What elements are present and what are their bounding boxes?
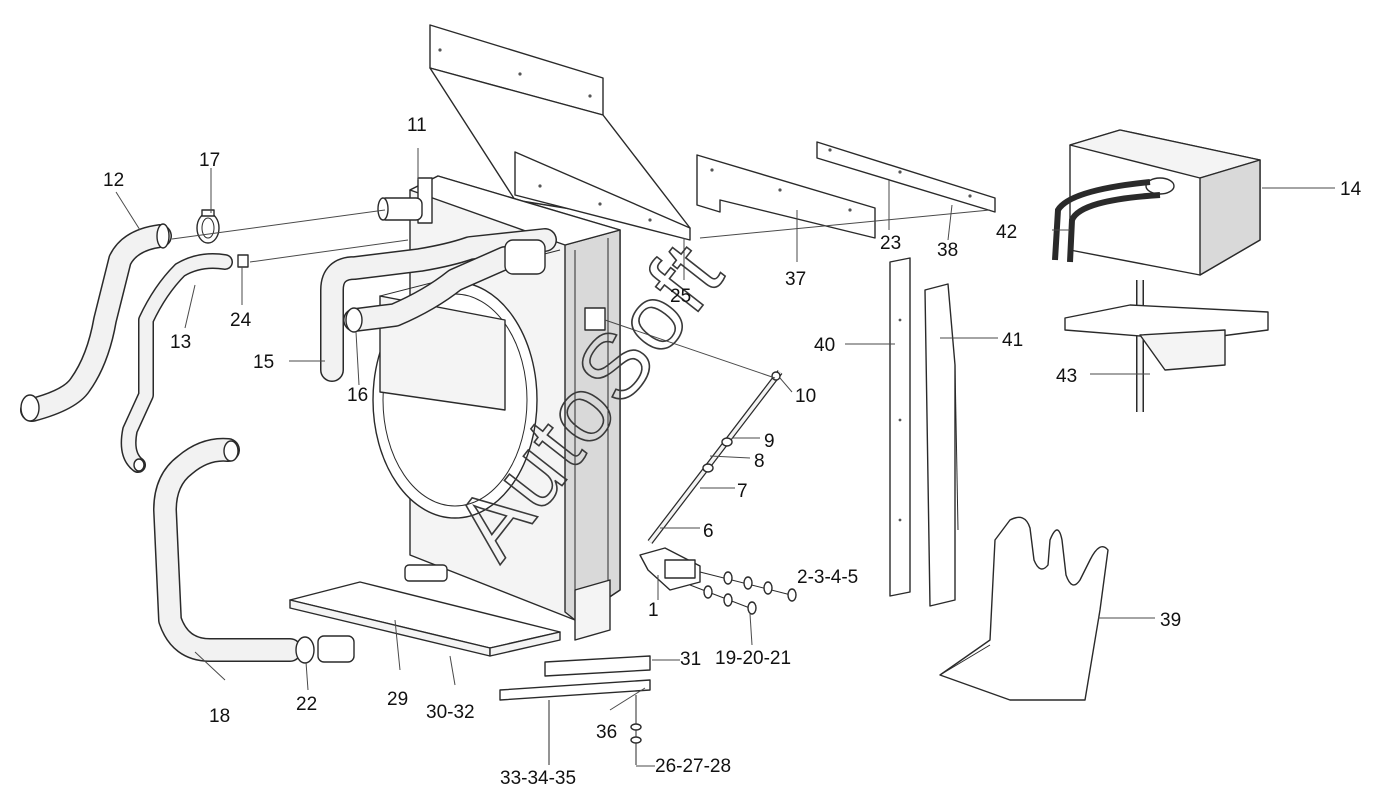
bracket-31 xyxy=(544,655,651,677)
callout-37: 37 xyxy=(785,269,806,290)
callout-23: 23 xyxy=(880,233,901,254)
bracket-1 xyxy=(639,547,701,591)
top-shroud-plate xyxy=(429,24,691,241)
hose-clamp-22 xyxy=(295,635,355,664)
callout-17: 17 xyxy=(199,150,220,171)
callout-42: 42 xyxy=(996,222,1017,243)
callout-16: 16 xyxy=(347,385,368,406)
guard-39 xyxy=(939,516,1109,701)
callout-24: 24 xyxy=(230,310,252,331)
callout-1: 1 xyxy=(648,600,659,621)
callout-9: 9 xyxy=(764,431,775,452)
seal-strip-40 xyxy=(889,257,911,597)
callout-7: 7 xyxy=(737,481,748,502)
callout-12: 12 xyxy=(103,170,124,191)
callout-10: 10 xyxy=(795,386,816,407)
bolts-33-26 xyxy=(548,695,642,765)
bolts-2-5 xyxy=(699,571,797,602)
callout-18: 18 xyxy=(209,706,230,727)
callout-41: 41 xyxy=(1002,330,1023,351)
callout-26-27-28: 26-27-28 xyxy=(655,756,731,777)
side-plate-37 xyxy=(696,154,876,239)
bracket-36 xyxy=(499,579,651,701)
callout-36: 36 xyxy=(596,722,617,743)
bottom-plate xyxy=(289,564,561,657)
hose-clamp-17 xyxy=(196,209,220,244)
seal-strip-41 xyxy=(924,283,959,607)
callout-40: 40 xyxy=(814,335,835,356)
callout-39: 39 xyxy=(1160,610,1181,631)
callouts: 1 2-3-4-5 6 7 8 9 10 11 12 13 14 15 16 1… xyxy=(103,115,1362,789)
callout-19-20-21: 19-20-21 xyxy=(715,648,791,669)
callout-15: 15 xyxy=(253,352,274,373)
callout-13: 13 xyxy=(170,332,191,353)
hose-12 xyxy=(20,223,172,422)
callout-31: 31 xyxy=(680,649,701,670)
upper-hoses xyxy=(320,197,557,382)
callout-38: 38 xyxy=(937,240,958,261)
mount-bracket-43 xyxy=(1064,280,1269,412)
callout-14: 14 xyxy=(1340,179,1362,200)
callout-25: 25 xyxy=(670,286,691,307)
callout-6: 6 xyxy=(703,521,714,542)
callout-11: 11 xyxy=(407,115,427,136)
expansion-tank-14 xyxy=(1052,129,1261,276)
callout-43: 43 xyxy=(1056,366,1077,387)
callout-2-3-4-5: 2-3-4-5 xyxy=(797,567,858,588)
callout-8: 8 xyxy=(754,451,765,472)
callout-33-34-35: 33-34-35 xyxy=(500,768,576,789)
stay-rod xyxy=(647,370,783,544)
callout-30-32: 30-32 xyxy=(426,702,475,723)
callout-29: 29 xyxy=(387,689,408,710)
nut-24 xyxy=(237,254,249,268)
hose-18 xyxy=(153,437,302,662)
bolts-19-21 xyxy=(689,584,757,615)
callout-22: 22 xyxy=(296,694,317,715)
side-plate-38 xyxy=(816,141,996,213)
leader-lines xyxy=(115,148,1335,767)
hose-13 xyxy=(120,253,233,473)
